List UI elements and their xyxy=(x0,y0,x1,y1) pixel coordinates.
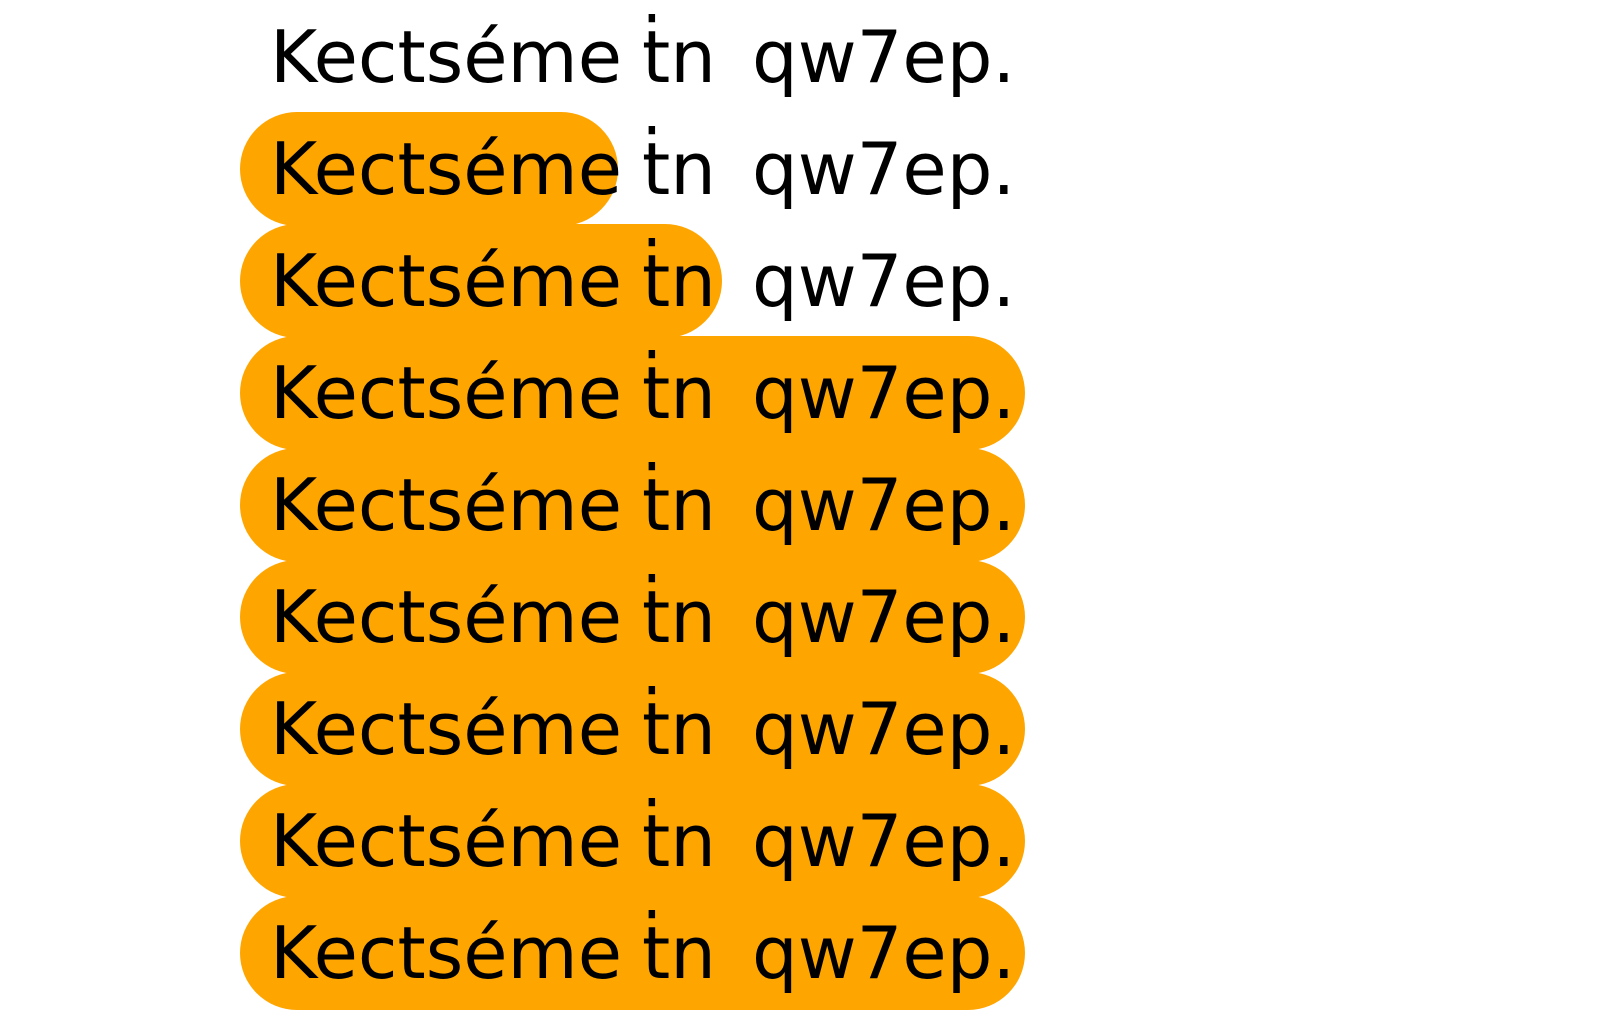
highlight-pill xyxy=(240,896,1025,1010)
word: Kectséme xyxy=(270,911,622,995)
highlight-pill xyxy=(240,672,1025,786)
word: Kectséme xyxy=(270,127,622,211)
word: Kectséme xyxy=(270,799,622,883)
word: qw7ep. xyxy=(752,239,1016,323)
word: qw7ep. xyxy=(752,351,1016,435)
word: qw7ep. xyxy=(752,15,1016,99)
word: ṫn xyxy=(642,463,716,547)
word: ṫn xyxy=(642,15,716,99)
word: ṫn xyxy=(642,127,716,211)
word: qw7ep. xyxy=(752,687,1016,771)
word: ṫn xyxy=(642,575,716,659)
word: qw7ep. xyxy=(752,127,1016,211)
highlight-pill xyxy=(240,560,1025,674)
word: ṫn xyxy=(642,239,716,323)
word: ṫn xyxy=(642,911,716,995)
highlight-pill xyxy=(240,112,618,226)
word: qw7ep. xyxy=(752,799,1016,883)
word: qw7ep. xyxy=(752,463,1016,547)
highlight-pill xyxy=(240,224,722,338)
word: qw7ep. xyxy=(752,911,1016,995)
highlight-pill xyxy=(240,336,1025,450)
highlight-pill xyxy=(240,448,1025,562)
word: ṫn xyxy=(642,351,716,435)
word: qw7ep. xyxy=(752,575,1016,659)
word: ṫn xyxy=(642,687,716,771)
word: Kectséme xyxy=(270,463,622,547)
word: Kectséme xyxy=(270,351,622,435)
word: ṫn xyxy=(642,799,716,883)
word: Kectséme xyxy=(270,575,622,659)
word: Kectséme xyxy=(270,239,622,323)
word: Kectséme xyxy=(270,15,622,99)
highlight-pill xyxy=(240,784,1025,898)
word: Kectséme xyxy=(270,687,622,771)
